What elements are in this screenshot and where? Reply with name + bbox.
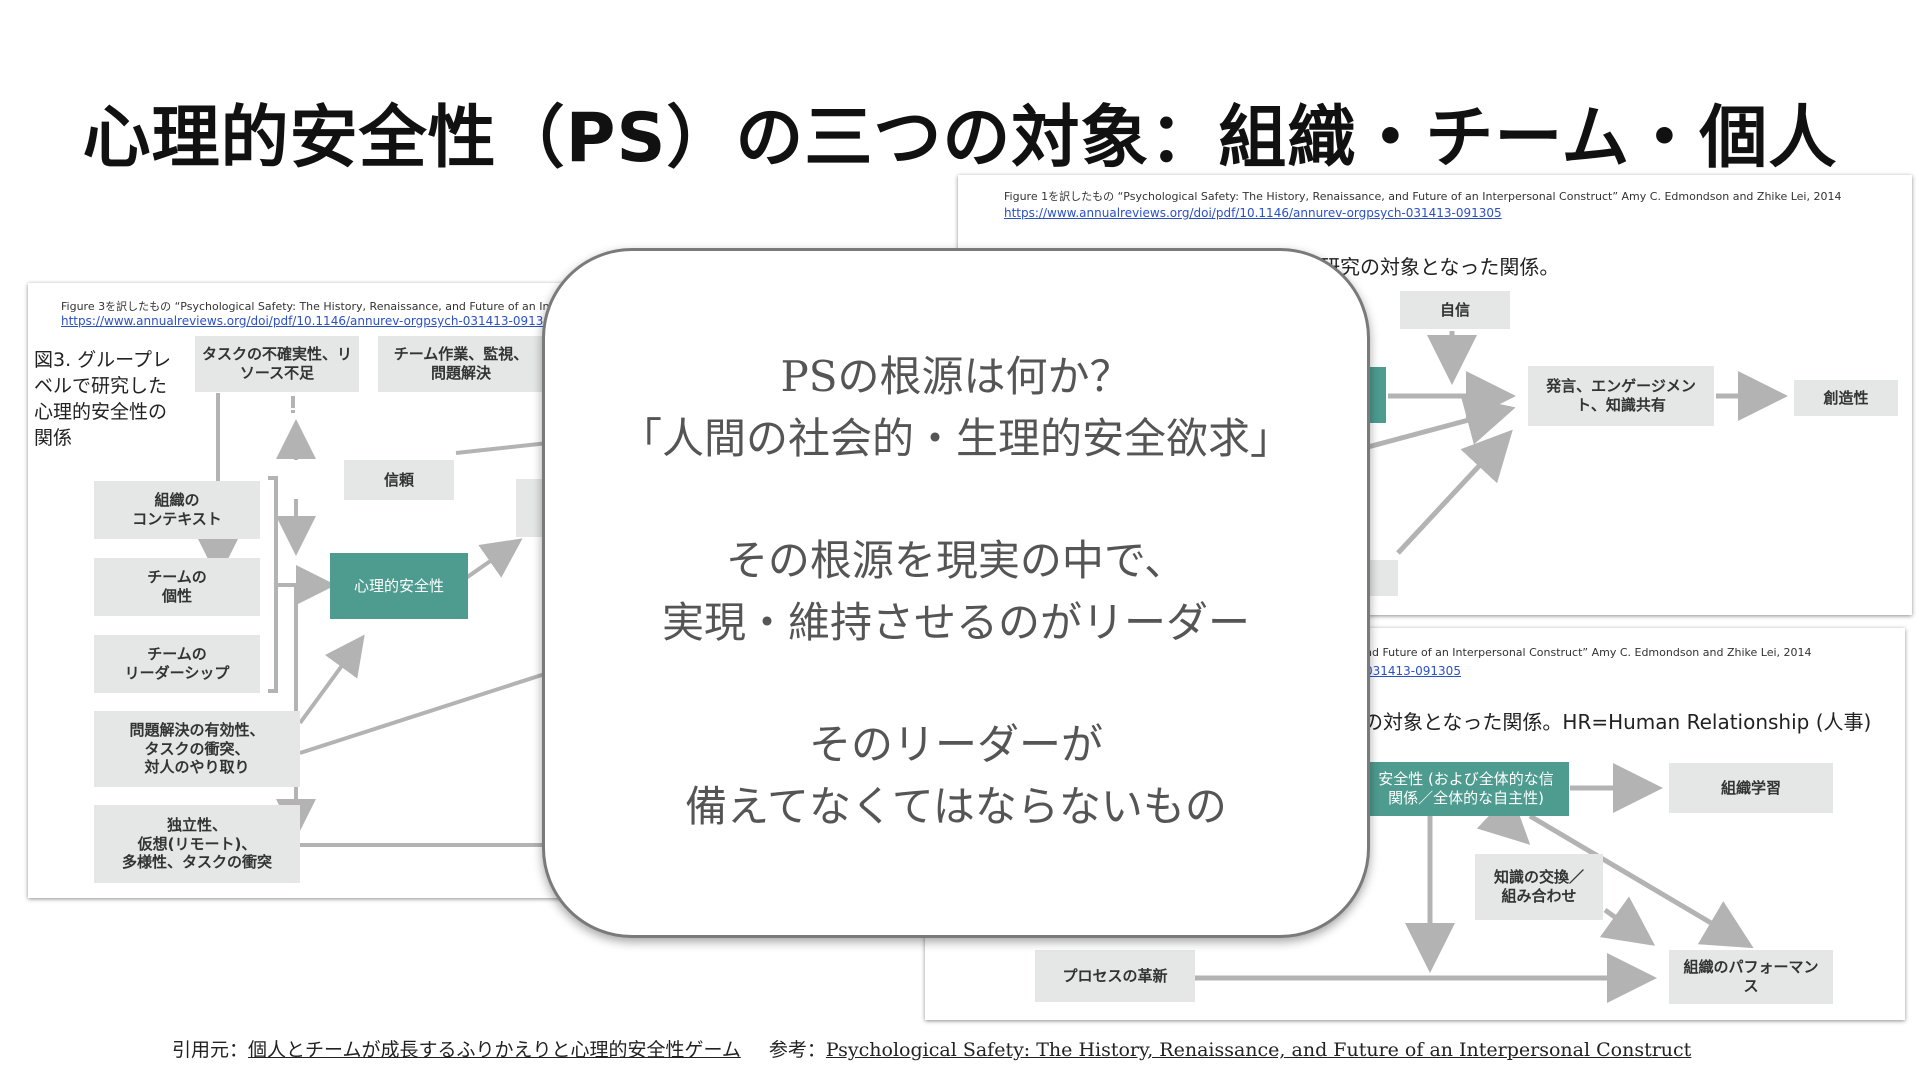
node-problem-solving: 問題解決の有効性、タスクの衝突、対人のやり取り: [94, 711, 300, 787]
node-label: ソース不足: [239, 364, 315, 382]
figure-caption: nd Future of an Interpersonal Construct”…: [1365, 646, 1812, 659]
arrow: [1476, 792, 1531, 845]
arrow: [1528, 813, 1754, 949]
node-label: 対人のやり取り: [144, 758, 250, 777]
figure-link[interactable]: https://www.annualreviews.org/doi/pdf/10…: [1004, 206, 1502, 220]
node-label: プロセスの革新: [1062, 966, 1168, 985]
node-confidence: 自信: [1400, 291, 1510, 329]
node-psychological-safety: 心理的安全性: [330, 553, 468, 619]
source-label: 引用元：: [172, 1039, 249, 1061]
arrow: [298, 634, 365, 725]
node-team-leadership: チームのリーダーシップ: [94, 635, 260, 693]
node-teamwork: チーム作業、監視、問題解決: [378, 336, 544, 392]
node-label: 組織の: [154, 491, 200, 510]
node-label: ト、知識共有: [1576, 396, 1666, 414]
heading-line: ベルで研究した: [34, 375, 168, 397]
arrow: [299, 671, 549, 755]
node-creativity: 創造性: [1794, 380, 1898, 416]
figure-heading: の対象となった関係。HR=Human Relationship (人事): [1363, 710, 1872, 734]
node-label: 発言、エンゲージメン: [1546, 377, 1696, 396]
node-independence: 独立性、仮想(リモート)、多様性、タスクの衝突: [94, 805, 300, 883]
callout-line: 実現・維持させるのがリーダー: [661, 598, 1250, 647]
arrow: [455, 441, 549, 455]
callout-line: 備えてなくてはならないもの: [685, 782, 1227, 831]
figure-heading: 図3. グループレ ベルで研究した 心理的安全性の 関係: [34, 347, 171, 451]
figure-caption: Figure 1を訳したもの “Psychological Safety: Th…: [1004, 190, 1842, 203]
node-label: タスクの衝突、: [144, 739, 250, 758]
node-label: チームの: [147, 645, 207, 664]
node-label: 知識の交換／: [1493, 868, 1584, 887]
node-label: リーダーシップ: [124, 664, 230, 682]
node-label: 仮想(リモート)、: [137, 834, 257, 853]
figure-left: Figure 3を訳したもの “Psychological Safety: Th…: [28, 283, 580, 898]
callout-line: PSの根源は何か？: [780, 352, 1132, 401]
node-uncertainty: タスクの不確実性、リソース不足: [195, 336, 359, 392]
figure-link[interactable]: 031413-091305: [1365, 664, 1461, 678]
node-org-learning: 組織学習: [1669, 763, 1833, 813]
node-label: 組織のパフォーマン: [1683, 958, 1819, 977]
node-label: 組み合わせ: [1501, 887, 1577, 905]
node-team-personality: チームの個性: [94, 558, 260, 616]
node-label: 安全性 (および全体的な信: [1378, 770, 1554, 789]
node-label: 創造性: [1823, 388, 1869, 407]
footer: 引用元：個人とチームが成長するふりかえりと心理的安全性ゲーム 参考：Psychol…: [172, 1035, 1691, 1062]
node-label: 組織学習: [1720, 778, 1781, 797]
node-label: 関係／全体的な自主性): [1388, 789, 1544, 807]
figure-caption: Figure 3を訳したもの “Psychological Safety: Th…: [61, 300, 580, 313]
node-trust: 信頼: [344, 460, 454, 500]
node-label: 独立性、: [166, 815, 227, 834]
node-label: チームの: [147, 568, 207, 587]
node-label: 問題解決の有効性、: [129, 720, 265, 739]
arrow-layer: [1195, 763, 1754, 1003]
node-label: ス: [1743, 977, 1759, 995]
node-label: チーム作業、監視、: [393, 345, 529, 364]
ref-label: 参考：: [768, 1039, 826, 1061]
callout-box: PSの根源は何か？ 「人間の社会的・生理的安全欲求」 その根源を現実の中で、 実…: [542, 248, 1370, 938]
node-label: 信頼: [383, 470, 414, 489]
callout-line: その根源を現実の中で、: [725, 536, 1187, 585]
node-ps-partial: 安全性 (および全体的な信関係／全体的な自主性): [1363, 762, 1569, 816]
figure-link[interactable]: https://www.annualreviews.org/doi/pdf/10…: [61, 314, 559, 328]
node-label: 問題解決: [430, 364, 491, 382]
node-label: 多様性、タスクの衝突: [121, 853, 272, 872]
source-link[interactable]: 個人とチームが成長するふりかえりと心理的安全性ゲーム: [248, 1039, 741, 1061]
heading-line: 関係: [34, 427, 73, 449]
node-label: コンテキスト: [132, 510, 222, 528]
node-label: 個性: [161, 587, 192, 605]
node-knowledge: 知識の交換／組み合わせ: [1475, 854, 1603, 920]
node-performance: 組織のパフォーマンス: [1669, 950, 1833, 1004]
arrow: [1599, 896, 1656, 946]
heading-line: 図3. グループレ: [34, 349, 172, 371]
heading-line: 心理的安全性の: [34, 401, 168, 423]
node-org-context: 組織のコンテキスト: [94, 481, 260, 539]
node-process: プロセスの革新: [1035, 950, 1195, 1002]
bracket: [268, 476, 278, 693]
node-label: タスクの不確実性、リ: [201, 345, 352, 364]
node-voice: 発言、エンゲージメント、知識共有: [1528, 366, 1714, 426]
callout-line: 「人間の社会的・生理的安全欲求」: [619, 414, 1292, 463]
node-label: 心理的安全性: [353, 576, 444, 595]
arrow-layer: [1337, 331, 1788, 555]
ref-link[interactable]: Psychological Safety: The History, Renai…: [825, 1039, 1692, 1061]
slide-title: 心理的安全性（PS）の三つの対象：組織・チーム・個人: [82, 99, 1838, 178]
callout-line: そのリーダーが: [808, 720, 1103, 769]
node-label: 自信: [1439, 300, 1470, 319]
arrow: [1396, 429, 1513, 555]
